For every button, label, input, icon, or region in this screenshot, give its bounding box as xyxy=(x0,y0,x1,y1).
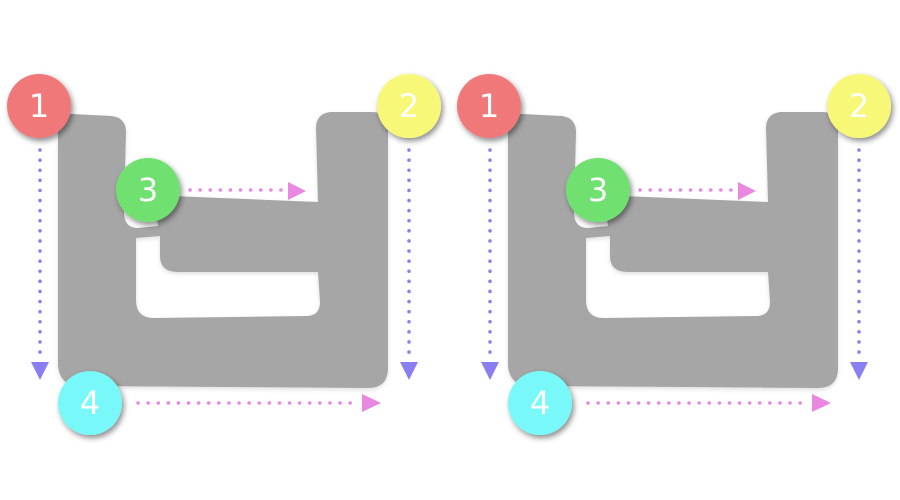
badge-4: 4 xyxy=(508,371,572,435)
badge-3: 3 xyxy=(566,158,630,222)
arrow-right-icon xyxy=(362,394,381,412)
glyph-shape xyxy=(508,112,838,388)
badge-label: 2 xyxy=(399,87,419,125)
badge-2: 2 xyxy=(827,74,891,138)
arrow-down-icon xyxy=(850,362,868,380)
badge-label: 3 xyxy=(138,171,158,209)
panel-right: 1 2 3 4 xyxy=(457,74,891,435)
arrow-down-icon xyxy=(400,362,418,380)
badge-4: 4 xyxy=(58,371,122,435)
glyph-shape xyxy=(58,112,388,388)
panel-left: 1 2 3 4 xyxy=(7,74,441,435)
arrow-right-icon xyxy=(288,182,306,200)
arrow-down-icon xyxy=(481,362,499,380)
badge-3: 3 xyxy=(116,158,180,222)
badge-label: 4 xyxy=(530,384,550,422)
badge-1: 1 xyxy=(7,74,71,138)
arrow-right-icon xyxy=(738,182,756,200)
badge-2: 2 xyxy=(377,74,441,138)
badge-1: 1 xyxy=(457,74,521,138)
badge-label: 1 xyxy=(479,87,499,125)
arrow-down-icon xyxy=(31,362,49,380)
badge-label: 3 xyxy=(588,171,608,209)
arrow-right-icon xyxy=(812,394,831,412)
badge-label: 4 xyxy=(80,384,100,422)
badge-label: 2 xyxy=(849,87,869,125)
badge-label: 1 xyxy=(29,87,49,125)
